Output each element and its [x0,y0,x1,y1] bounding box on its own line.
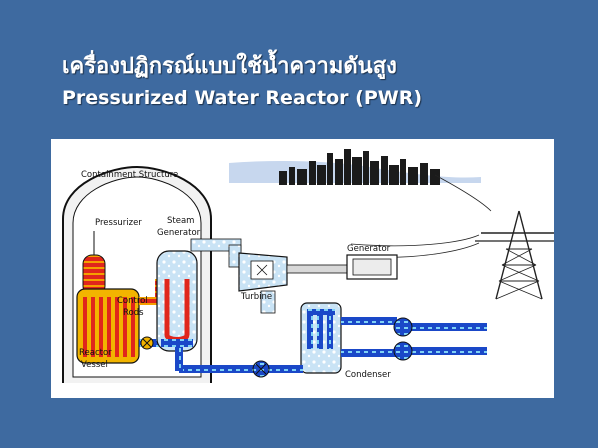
label-condenser: Condenser [345,370,391,380]
steam-line [190,238,242,268]
slide-title: เครื่องปฏิกรณ์แบบใช้น้ำความดันสูง [62,54,397,79]
reactor-vessel [76,288,140,364]
city-skyline [229,149,481,185]
generator [346,254,398,280]
label-reactor-vessel-1: Reactor [79,348,112,358]
secondary-feedwater-line [175,347,303,378]
label-steam-generator-1: Steam [167,216,194,226]
turbine [238,252,350,292]
label-reactor-vessel-2: Vessel [81,360,108,370]
label-pressurizer: Pressurizer [95,218,142,228]
label-containment-structure: Containment Structure [81,170,178,180]
label-generator: Generator [347,244,391,254]
pwr-diagram: Containment Structure Pressurizer Steam … [51,139,554,398]
label-turbine: Turbine [240,292,272,302]
cooling-water-loop [341,317,487,361]
slide-subtitle: Pressurized Water Reactor (PWR) [62,87,423,109]
condenser [300,302,342,374]
label-steam-generator-2: Generator [157,228,201,238]
transmission-tower [350,174,554,300]
label-control-rods-2: Rods [123,308,144,318]
steam-generator [156,250,198,352]
label-control-rods-1: Control [117,296,148,306]
